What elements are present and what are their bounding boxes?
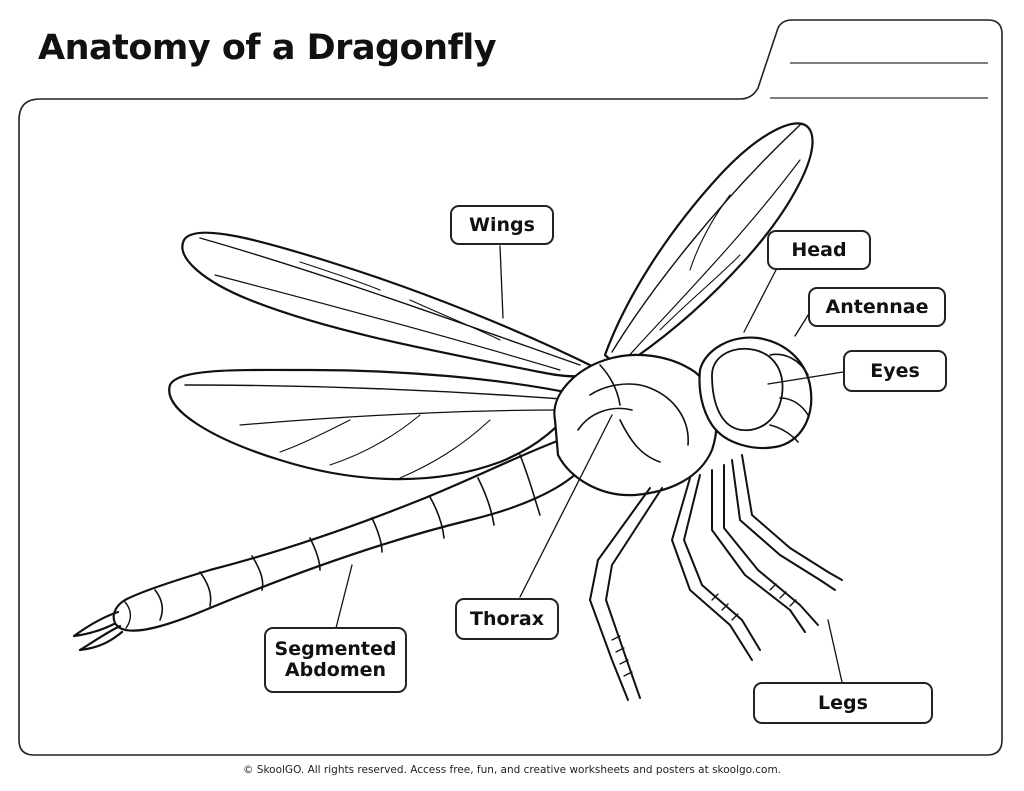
label-thorax: Thorax (455, 598, 559, 640)
fore-wing-right (603, 122, 814, 370)
label-legs-text: Legs (818, 691, 868, 714)
legs-drawing (589, 454, 843, 701)
label-eyes-text: Eyes (870, 359, 920, 382)
leader-wings (499, 245, 504, 319)
fore-wing-left (181, 231, 602, 378)
page-title: Anatomy of a Dragonfly (38, 28, 497, 68)
leader-head (743, 269, 777, 333)
label-thorax-text: Thorax (470, 607, 544, 630)
hind-wing-left (168, 368, 582, 481)
label-eyes: Eyes (843, 350, 947, 392)
thorax-drawing (553, 353, 718, 497)
label-antennae-text: Antennae (825, 295, 929, 318)
label-head: Head (767, 230, 871, 270)
leader-lines (335, 245, 844, 683)
leader-legs (827, 619, 843, 683)
leader-antennae (794, 311, 811, 337)
abdomen-drawing (72, 438, 582, 652)
label-abdomen-text: Segmented Abdomen (274, 638, 397, 681)
leader-thorax (519, 414, 613, 598)
leader-eyes (767, 371, 844, 385)
head-drawing (698, 336, 813, 450)
label-segmented-abdomen: Segmented Abdomen (264, 627, 407, 693)
copyright-footer: © SkoolGO. All rights reserved. Access f… (242, 764, 782, 776)
label-wings-text: Wings (469, 213, 535, 236)
label-head-text: Head (791, 238, 847, 261)
label-antennae: Antennae (808, 287, 946, 327)
label-wings: Wings (450, 205, 554, 245)
label-legs: Legs (753, 682, 933, 724)
leader-abdomen (335, 564, 353, 629)
